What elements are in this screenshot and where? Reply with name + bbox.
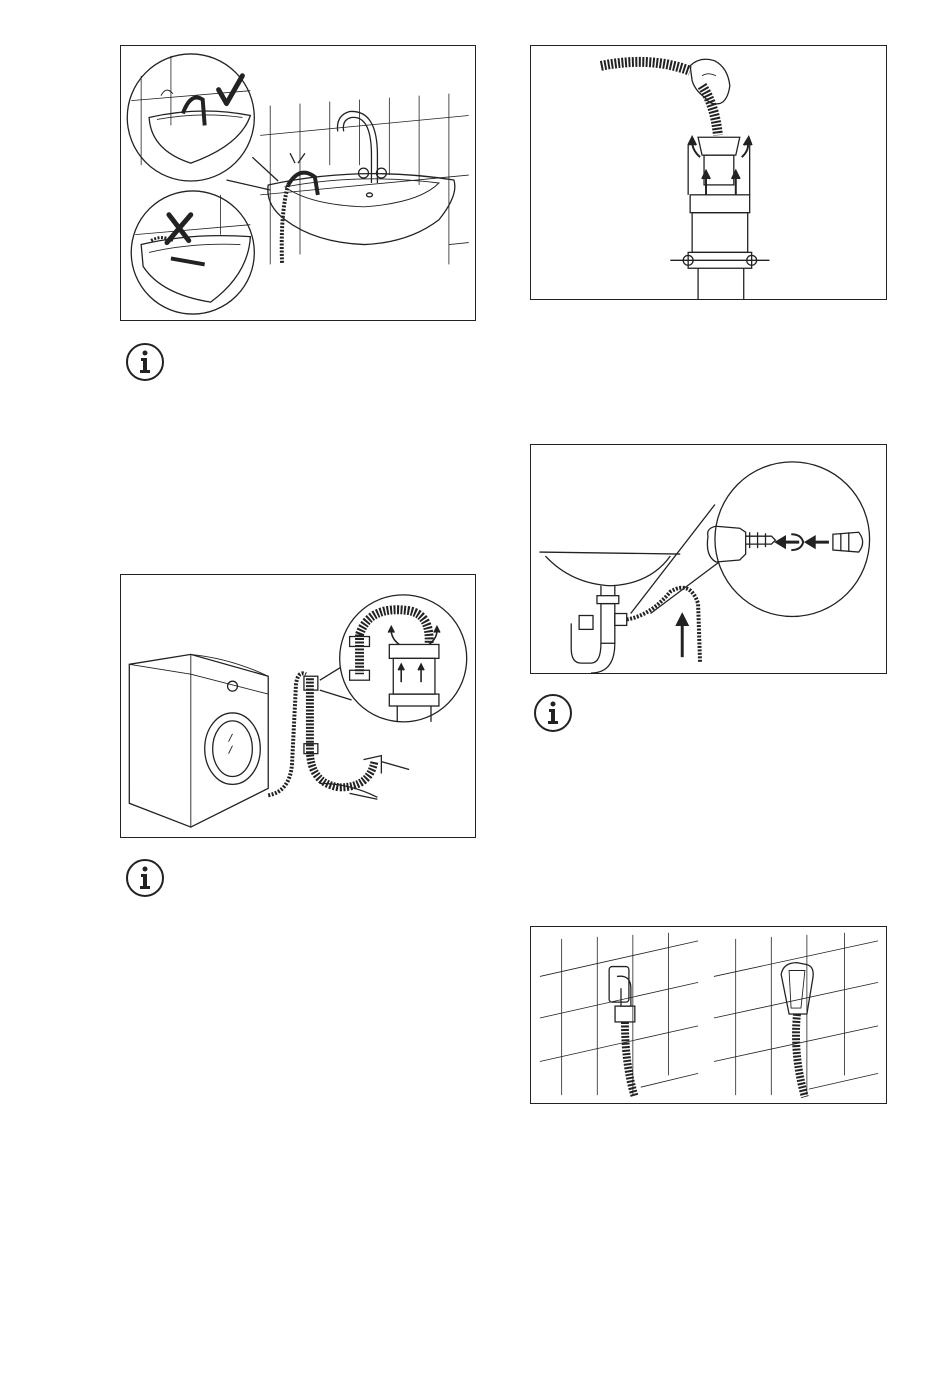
washing-machine	[129, 654, 268, 827]
drain-hose	[601, 62, 718, 135]
figure-standpipe-hose-insertion	[530, 45, 887, 300]
hose-fitting	[688, 137, 750, 195]
wall-spigot-right	[781, 963, 813, 1097]
inset-correct	[127, 54, 254, 181]
wall-spigot-left	[609, 967, 635, 1098]
figure-sink-trap-spigot-connection	[530, 444, 887, 674]
inset-spigot-detail	[707, 462, 869, 617]
sink-basin	[268, 174, 455, 245]
inset-incorrect	[131, 191, 254, 314]
wall-tiles	[540, 933, 698, 1095]
figure-wall-drain-connection	[530, 926, 887, 1104]
info-icon	[533, 693, 573, 733]
air-flow-arrows	[688, 137, 751, 195]
sink-trap	[571, 596, 627, 673]
hand	[690, 59, 730, 104]
inset-standpipe-detail	[340, 595, 467, 722]
drain-hose	[627, 588, 700, 663]
figure-sink-hose-placement	[120, 45, 476, 321]
figure-washer-standpipe-connection	[120, 574, 476, 838]
standpipe	[670, 195, 769, 299]
floor-drain-pipe	[320, 756, 409, 800]
sink-basin	[539, 552, 680, 596]
info-icon	[125, 858, 165, 898]
faucet	[337, 111, 386, 183]
up-arrow	[676, 614, 688, 658]
info-icon	[125, 342, 165, 382]
